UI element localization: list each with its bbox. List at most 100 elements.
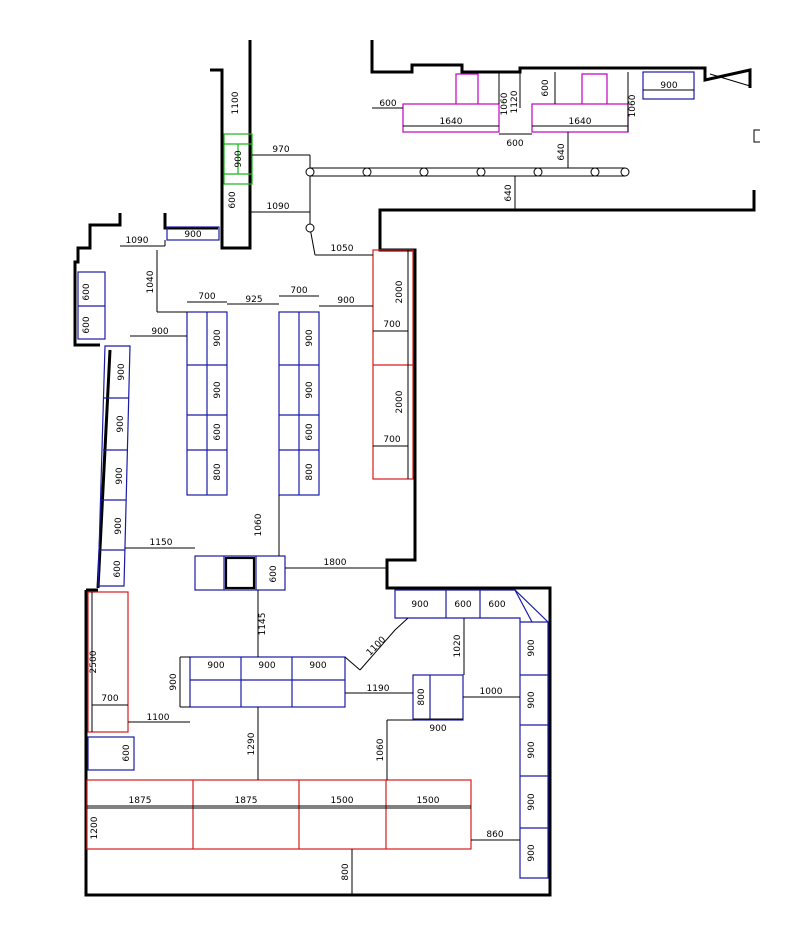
dimension-labels: 1100 900 600 970 1090 1050 1090 900 1040… bbox=[82, 79, 678, 880]
wall-segment bbox=[163, 213, 218, 230]
dimension-label: 900 bbox=[527, 844, 537, 861]
dimension-label: 2000 bbox=[395, 390, 405, 413]
shelf bbox=[189, 656, 346, 708]
ring-icon bbox=[476, 167, 486, 177]
dimension-label: 1875 bbox=[129, 796, 152, 806]
dimension-label: 1500 bbox=[331, 796, 354, 806]
dimension-label: 1020 bbox=[453, 634, 463, 657]
dimension-label: 600 bbox=[506, 139, 523, 149]
dimension-label: 800 bbox=[417, 688, 427, 705]
dimension-label: 600 bbox=[82, 283, 92, 300]
dimension-label: 1040 bbox=[146, 270, 156, 293]
shelf bbox=[402, 103, 500, 133]
rail-fixtures bbox=[305, 167, 630, 233]
dimension-label: 900 bbox=[116, 415, 126, 432]
ring-icon bbox=[305, 167, 315, 177]
dimension-label: 600 bbox=[122, 744, 132, 761]
cash-desk bbox=[194, 555, 286, 591]
dimension-label: 1190 bbox=[367, 684, 390, 694]
dimension-label: 900 bbox=[527, 691, 537, 708]
ring-icon bbox=[419, 167, 429, 177]
dimension-label: 1060 bbox=[500, 92, 510, 115]
dimension-label: 600 bbox=[269, 565, 279, 582]
dimension-label: 1090 bbox=[267, 202, 290, 212]
shelf bbox=[166, 226, 220, 241]
dimension-label: 1500 bbox=[417, 796, 440, 806]
dimension-label: 1060 bbox=[628, 94, 638, 117]
wall-hatch bbox=[709, 73, 751, 87]
dimension-label: 860 bbox=[486, 830, 503, 840]
dimension-label: 1050 bbox=[331, 244, 354, 254]
ring-icon bbox=[590, 167, 600, 177]
dimension-label: 1290 bbox=[247, 732, 257, 755]
dimension-label: 1120 bbox=[510, 90, 520, 113]
shelf bbox=[87, 591, 129, 733]
dimension-label: 640 bbox=[504, 184, 514, 201]
wall-segment bbox=[210, 40, 252, 250]
shelf bbox=[97, 345, 131, 587]
dimension-label: 2500 bbox=[89, 650, 99, 673]
dimension-label: 970 bbox=[272, 145, 289, 155]
ring-icon bbox=[305, 223, 315, 233]
ring-icon bbox=[533, 167, 543, 177]
wall-segment bbox=[84, 190, 756, 897]
dimension-label: 900 bbox=[309, 661, 326, 671]
dimension-label: 900 bbox=[305, 329, 315, 346]
dimension-label: 2000 bbox=[395, 280, 405, 303]
dimension-label: 600 bbox=[454, 600, 471, 610]
dimension-label: 1145 bbox=[258, 613, 268, 636]
dimension-label: 900 bbox=[234, 150, 244, 167]
dimension-label: 600 bbox=[305, 423, 315, 440]
dimension-label: 1800 bbox=[324, 558, 347, 568]
shelf bbox=[394, 589, 549, 879]
dimension-label: 600 bbox=[113, 560, 123, 577]
dimension-label: 800 bbox=[305, 463, 315, 480]
dimension-label: 900 bbox=[207, 661, 224, 671]
green-shelf-unit bbox=[223, 133, 253, 185]
dimension-label: 600 bbox=[488, 600, 505, 610]
ring-icon bbox=[620, 167, 630, 177]
dimension-label: 900 bbox=[660, 81, 677, 91]
dimension-label: 1060 bbox=[254, 513, 264, 536]
red-shelf-units bbox=[86, 249, 472, 850]
shelf bbox=[223, 133, 253, 185]
dimension-label: 600 bbox=[228, 191, 238, 208]
blue-shelf-units bbox=[77, 71, 695, 879]
dimension-label: 900 bbox=[429, 724, 446, 734]
counter bbox=[224, 556, 256, 590]
dimension-label: 640 bbox=[557, 143, 567, 160]
dimension-label: 925 bbox=[245, 295, 262, 305]
ring-icon bbox=[362, 167, 372, 177]
dimension-label: 700 bbox=[198, 292, 215, 302]
dimension-label: 900 bbox=[258, 661, 275, 671]
dimension-label: 800 bbox=[341, 863, 351, 880]
dimension-label: 1060 bbox=[376, 738, 386, 761]
dimension-label: 1640 bbox=[569, 117, 592, 127]
dimension-label: 1100 bbox=[147, 713, 170, 723]
dimension-label: 900 bbox=[527, 639, 537, 656]
dimension-label: 700 bbox=[383, 435, 400, 445]
wall-segment bbox=[370, 40, 752, 88]
dimension-lines bbox=[87, 70, 694, 895]
dimension-label: 600 bbox=[82, 316, 92, 333]
dimension-label: 700 bbox=[290, 286, 307, 296]
dimension-label: 1100 bbox=[231, 91, 241, 114]
shelf bbox=[87, 736, 135, 771]
shelf bbox=[86, 779, 472, 850]
dimension-label: 900 bbox=[151, 327, 168, 337]
dimension-label: 700 bbox=[383, 320, 400, 330]
dimension-label: 1000 bbox=[480, 687, 503, 697]
wall-segment bbox=[96, 349, 112, 589]
dimension-label: 600 bbox=[213, 423, 223, 440]
dimension-label: 1100 bbox=[365, 635, 388, 658]
shelf bbox=[642, 71, 695, 100]
dimension-label: 900 bbox=[337, 296, 354, 306]
dimension-label: 900 bbox=[305, 381, 315, 398]
dimension-label: 800 bbox=[213, 463, 223, 480]
dimension-label: 900 bbox=[527, 741, 537, 758]
dimension-label: 600 bbox=[379, 99, 396, 109]
dimension-label: 1150 bbox=[150, 538, 173, 548]
walls bbox=[73, 40, 760, 897]
dimension-label: 900 bbox=[411, 600, 428, 610]
